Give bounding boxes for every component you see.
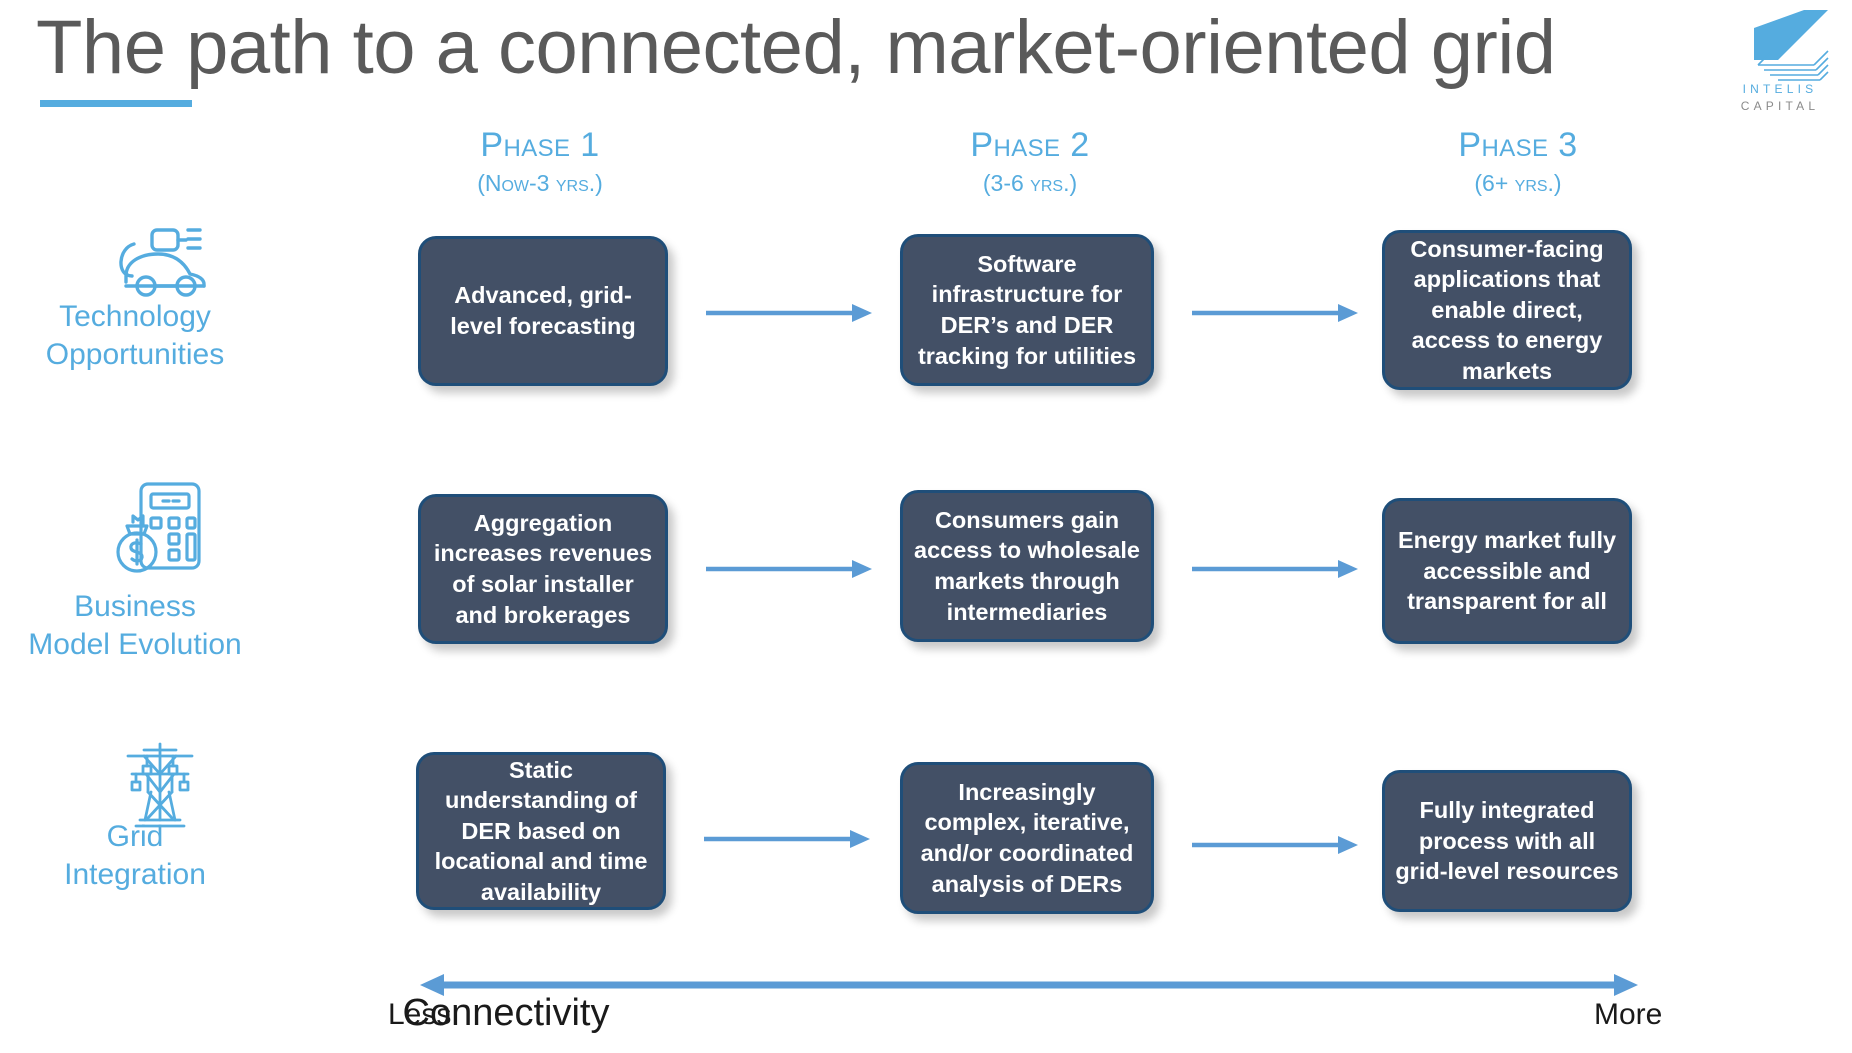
axis-label-less: Less: [388, 998, 452, 1031]
matrix-box-r2c3-text: Energy market fully accessible and trans…: [1397, 527, 1617, 615]
arrow-r2-c1-to-c2: [706, 560, 872, 578]
connectivity-axis-arrow: [420, 974, 1638, 996]
matrix-box-r1c2-text: Software infrastructure for DER’s and DE…: [917, 250, 1137, 369]
arrow-r3-c2-to-c3: [1192, 836, 1358, 854]
arrow-r1-c2-to-c3: [1192, 304, 1358, 322]
matrix-box-r3c2-text: Increasingly complex, iterative, and/or …: [920, 778, 1134, 897]
row-1-label-line2: Opportunities: [45, 338, 225, 372]
phase-header-1: Phase 1 (Now-3 yrs.): [390, 128, 690, 195]
matrix-box-r2c3[interactable]: Energy market fully accessible and trans…: [1382, 498, 1632, 644]
phase-1-subtitle: (Now-3 yrs.): [477, 170, 603, 196]
phase-1-title: Phase 1: [480, 126, 600, 164]
matrix-box-r2c1[interactable]: Aggregation increases revenues of solar …: [418, 494, 668, 644]
logo-wordmark: INTELIS: [1742, 82, 1818, 96]
row-1-label-line1: Technology: [59, 300, 211, 333]
phase-header-3: Phase 3 (6+ yrs.): [1368, 128, 1668, 195]
arrow-r3-c1-to-c2: [704, 830, 870, 848]
row-2-label-line2: Model Evolution: [28, 628, 242, 662]
page-title: The path to a connected, market-oriented…: [36, 5, 1556, 90]
arrow-r2-c2-to-c3: [1192, 560, 1358, 578]
transmission-tower-icon: [126, 742, 194, 828]
row-3-label-line1: Grid: [106, 820, 164, 853]
row-1-label: Technology Opportunities: [0, 298, 285, 375]
matrix-box-r3c3[interactable]: Fully integrated process with all grid-l…: [1382, 770, 1632, 912]
matrix-box-r3c1[interactable]: Static understanding of DER based on loc…: [416, 752, 666, 910]
row-2-label: Business Model Evolution: [0, 588, 285, 665]
calculator-money-bag-icon: [116, 482, 201, 573]
matrix-box-r3c2[interactable]: Increasingly complex, iterative, and/or …: [900, 762, 1154, 914]
matrix-box-r2c2-text: Consumers gain access to wholesale marke…: [914, 506, 1140, 625]
matrix-box-r1c3-text: Consumer-facing applications that enable…: [1410, 235, 1604, 384]
phase-header-2: Phase 2 (3-6 yrs.): [880, 128, 1180, 195]
matrix-box-r2c2[interactable]: Consumers gain access to wholesale marke…: [900, 490, 1154, 642]
row-1-icon-wrap: [10, 212, 310, 302]
row-3-label-line2: Integration: [64, 858, 206, 892]
matrix-box-r3c3-text: Fully integrated process with all grid-l…: [1395, 797, 1619, 885]
row-3-label: Grid Integration: [0, 818, 285, 895]
matrix-box-r1c2[interactable]: Software infrastructure for DER’s and DE…: [900, 234, 1154, 386]
intelis-capital-logo: INTELIS CAPITAL: [1720, 6, 1840, 118]
matrix-box-r1c3[interactable]: Consumer-facing applications that enable…: [1382, 230, 1632, 390]
phase-3-title: Phase 3: [1458, 126, 1578, 164]
page-title-wrap: The path to a connected, market-oriented…: [36, 5, 1656, 107]
matrix-box-r3c1-text: Static understanding of DER based on loc…: [434, 756, 648, 905]
matrix-box-r2c1-text: Aggregation increases revenues of solar …: [433, 509, 653, 628]
arrow-r1-c1-to-c2: [706, 304, 872, 322]
phase-2-title: Phase 2: [970, 126, 1090, 164]
row-2-label-line1: Business: [74, 590, 196, 623]
phase-2-subtitle: (3-6 yrs.): [982, 170, 1078, 196]
logo-mark-icon: [1754, 10, 1829, 81]
axis-label-more: More: [1594, 998, 1663, 1031]
phase-3-subtitle: (6+ yrs.): [1474, 170, 1562, 196]
row-2-icon-wrap: [10, 476, 310, 576]
axis-label-connectivity: Connectivity: [402, 992, 610, 1034]
electric-car-charging-icon: [119, 228, 206, 297]
matrix-box-r1c1[interactable]: Advanced, grid-level forecasting: [418, 236, 668, 386]
row-3-icon-wrap: [10, 740, 310, 832]
title-underline-accent: [40, 100, 192, 107]
logo-subwordmark: CAPITAL: [1740, 99, 1820, 113]
matrix-box-r1c1-text: Advanced, grid-level forecasting: [450, 282, 636, 339]
